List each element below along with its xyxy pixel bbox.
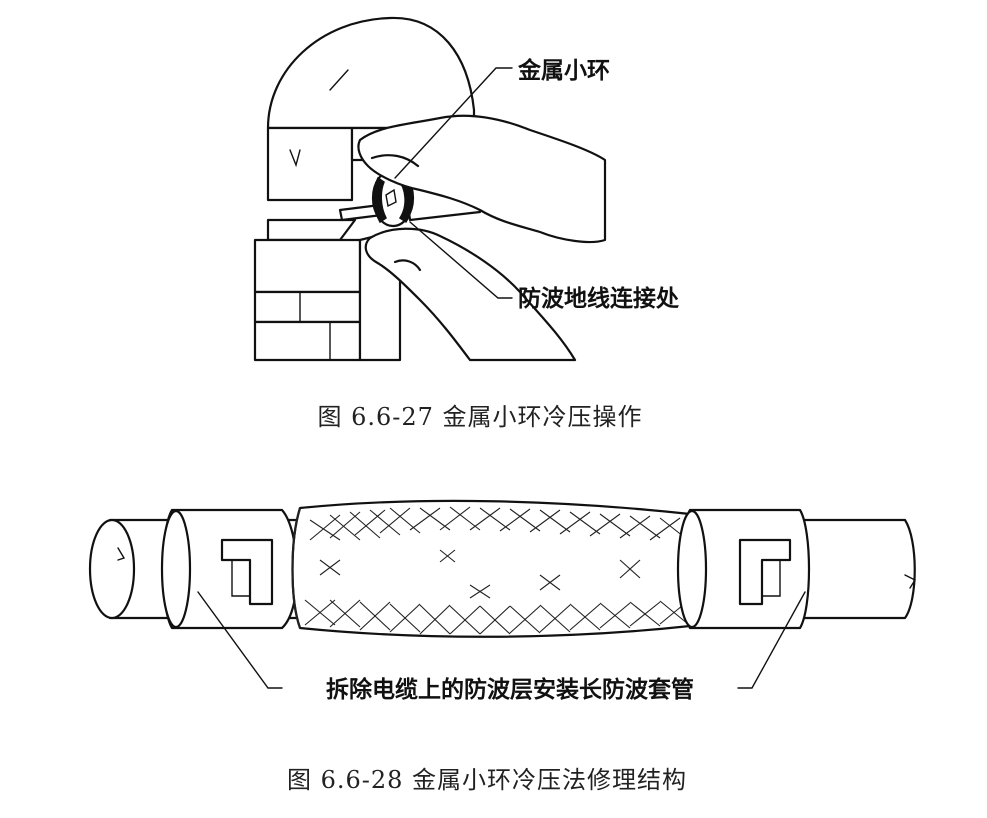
label-repair-sleeve: 拆除电缆上的防波层安装长防波套管 xyxy=(326,676,694,703)
upper-hand xyxy=(357,114,607,244)
right-metal-ring xyxy=(676,508,811,630)
shield-sleeve-braid xyxy=(291,499,699,638)
figure-caption-6-6-28: 图 6.6-28 金属小环冷压法修理结构 xyxy=(287,766,687,794)
press-lower-die xyxy=(253,218,402,362)
label-shield-ground-joint: 防波地线连接处 xyxy=(518,285,679,312)
label-metal-ring: 金属小环 xyxy=(517,57,610,84)
lower-hand xyxy=(364,227,577,362)
leader-ring xyxy=(394,67,513,179)
figure-caption-6-6-27: 图 6.6-27 金属小环冷压操作 xyxy=(317,403,642,431)
leader-right xyxy=(737,591,806,689)
figure-repair-structure: 拆除电缆上的防波层安装长防波套管 图 6.6-28 金属小环冷压法修理结构 xyxy=(88,499,917,794)
figure-crimp-operation: 金属小环 防波地线连接处 图 6.6-27 金属小环冷压操作 xyxy=(253,16,679,431)
left-metal-ring xyxy=(160,508,299,630)
leader-left xyxy=(197,591,283,689)
leader-joint xyxy=(409,221,513,299)
